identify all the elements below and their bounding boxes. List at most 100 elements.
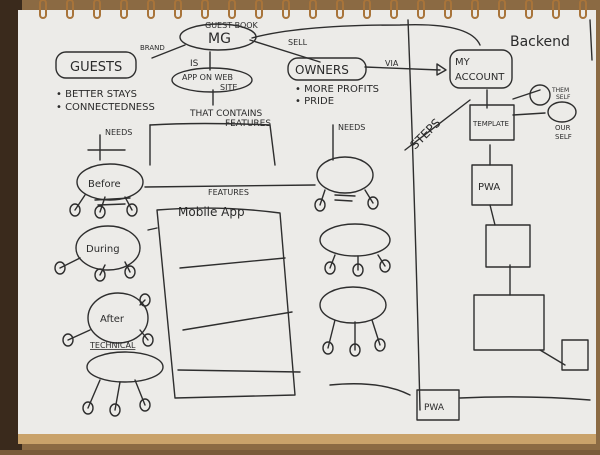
leaf-stem <box>377 254 386 267</box>
technical-label: TECHNICAL <box>89 341 136 350</box>
node-shapes <box>55 23 589 421</box>
spiral-ring <box>282 0 290 19</box>
before-node <box>76 163 144 201</box>
spiral-ring <box>201 0 209 19</box>
my-account-label: MY <box>455 57 471 68</box>
app-node <box>171 67 253 93</box>
final-pwa-node <box>416 389 460 421</box>
spiral-ring <box>228 0 236 19</box>
leaf-stem <box>124 196 133 211</box>
guests-label: GUESTS <box>70 60 122 75</box>
phase-label: After <box>100 314 125 325</box>
table-shadow <box>0 0 22 450</box>
spiral-binding <box>39 0 587 19</box>
leaf-circle <box>82 401 94 415</box>
spiral-ring <box>147 0 155 19</box>
leaf-circle <box>142 333 154 347</box>
leaf-circle <box>126 203 138 217</box>
template-node <box>469 104 515 141</box>
spiral-ring <box>444 0 452 19</box>
pwa-node <box>471 164 513 206</box>
app-label: SITE <box>220 83 237 92</box>
spiral-ring <box>417 0 425 19</box>
contains-label: FEATURES <box>225 119 271 129</box>
owner-during-node <box>319 223 391 257</box>
leaf-circle <box>62 333 74 347</box>
leaf-stem <box>67 329 91 341</box>
mobile-app-rows <box>147 227 301 373</box>
phase-label: Before <box>88 179 121 190</box>
leaf-stem <box>74 194 86 211</box>
ourselves-label: SELF <box>555 133 572 141</box>
guests-needs-label: NEEDS <box>105 128 132 137</box>
guest-book-annotation: GUEST BOOK <box>205 21 259 30</box>
features-label: FEATURES <box>208 188 249 197</box>
leaf-stem <box>327 319 336 349</box>
spiral-ring <box>471 0 479 19</box>
owner-before-node <box>316 156 374 194</box>
my-account-node <box>449 49 513 89</box>
spiral-ring <box>66 0 74 19</box>
mobile-app-label: Mobile App <box>178 205 245 219</box>
owners-benefit: • MORE PROFITS <box>295 84 379 95</box>
guests-node <box>55 51 137 79</box>
leaf-circle <box>322 341 334 355</box>
mg-node <box>179 23 257 51</box>
leaf-stem <box>364 189 374 204</box>
spiral-ring <box>525 0 533 19</box>
spiral-ring <box>309 0 317 19</box>
ourselves-label: OUR <box>555 124 571 132</box>
themselves-label: THEM <box>551 87 569 94</box>
sell-edge-label: SELL <box>288 38 308 47</box>
pwa-label: PWA <box>478 182 500 193</box>
themselves-node <box>529 84 551 106</box>
spiral-ring <box>39 0 47 19</box>
leaf-circle <box>94 268 106 282</box>
leaf-stem <box>114 381 121 411</box>
page-edge-strip <box>18 434 596 444</box>
leaf-stem <box>139 329 149 341</box>
during-node <box>75 225 141 271</box>
mg-label: MG <box>208 31 231 47</box>
themselves-label: SELF <box>556 94 571 101</box>
brand-edge-label: BRAND <box>140 44 165 52</box>
leaf-stem <box>87 379 101 409</box>
leaf-circle <box>349 343 361 357</box>
owners-needs-label: NEEDS <box>338 123 365 132</box>
final-pwa-label: PWA <box>424 403 445 413</box>
leaf-circle <box>352 263 364 277</box>
via-label: VIA <box>385 59 399 68</box>
spiral-ring <box>93 0 101 19</box>
leaf-circle <box>379 259 391 273</box>
leaf-stem <box>134 379 146 406</box>
leaf-stem <box>99 196 106 213</box>
leaf-circle <box>139 398 151 412</box>
owner-after-node <box>319 286 387 324</box>
mobile-app-frame <box>156 207 296 399</box>
connector-lines <box>99 19 593 411</box>
leaf-stem <box>329 254 336 269</box>
owners-label: OWNERS <box>295 63 349 77</box>
owners-benefit: • PRIDE <box>295 96 334 107</box>
template-label: TEMPLATE <box>472 120 509 128</box>
app-label: APP ON WEB <box>182 73 233 82</box>
spiral-ring <box>390 0 398 19</box>
leaf-circle <box>367 196 379 210</box>
contains-label: THAT CONTAINS <box>189 109 263 119</box>
leaf-circle <box>374 338 386 352</box>
my-account-label: ACCOUNT <box>455 72 505 83</box>
owners-node <box>287 57 367 81</box>
technical-node <box>86 351 164 383</box>
spiral-ring <box>579 0 587 19</box>
step-box-5 <box>561 339 589 371</box>
step-box-3 <box>485 224 531 268</box>
spiral-ring <box>363 0 371 19</box>
leaf-stem <box>319 189 326 206</box>
guests-benefit: • BETTER STAYS <box>56 89 137 100</box>
leaf-circle <box>139 293 151 307</box>
leaf-circles <box>54 189 391 417</box>
spiral-ring <box>336 0 344 19</box>
guests-benefit: • CONNECTEDNESS <box>56 102 155 113</box>
